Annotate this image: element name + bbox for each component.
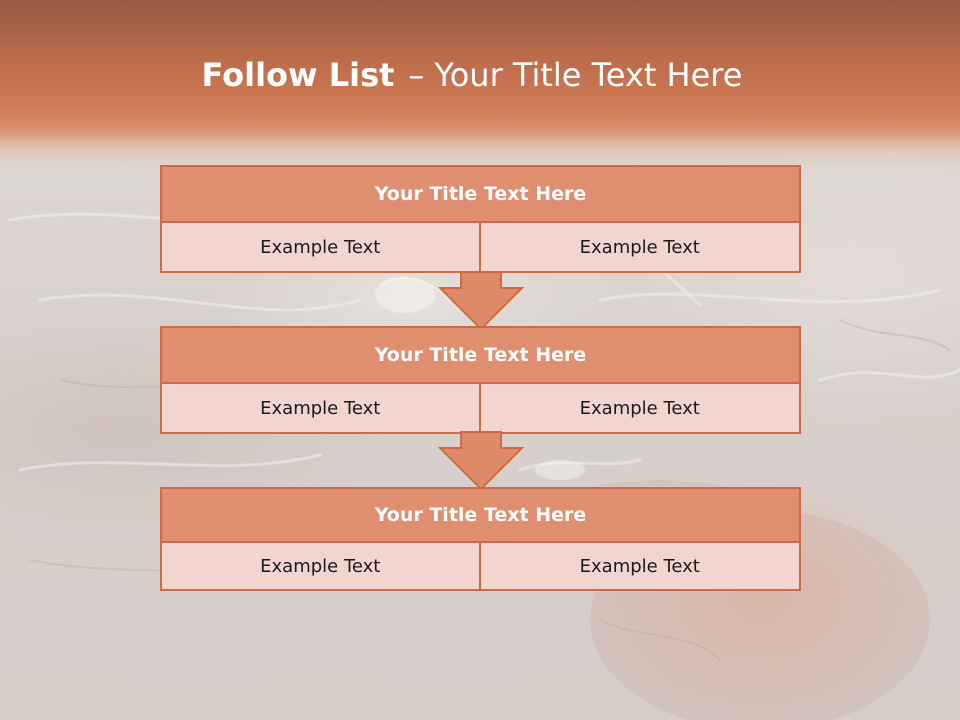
- block-row: Example Text Example Text: [160, 384, 801, 434]
- slide-title: Follow List–Your Title Text Here: [0, 52, 944, 98]
- list-block-1: Your Title Text Here Example Text Exampl…: [160, 165, 801, 273]
- block-title: Your Title Text Here: [160, 165, 801, 223]
- block-cell-left: Example Text: [160, 384, 481, 434]
- slide-title-dash: –: [408, 56, 425, 94]
- block-cell-right: Example Text: [480, 384, 801, 434]
- slide-title-bold: Follow List: [201, 56, 395, 94]
- block-cell-right: Example Text: [480, 543, 801, 591]
- list-block-3: Your Title Text Here Example Text Exampl…: [160, 487, 801, 591]
- block-cell-left: Example Text: [160, 223, 481, 273]
- header-band: [0, 0, 960, 170]
- list-block-2: Your Title Text Here Example Text Exampl…: [160, 326, 801, 434]
- block-title: Your Title Text Here: [160, 487, 801, 543]
- block-row: Example Text Example Text: [160, 223, 801, 273]
- block-cell-right: Example Text: [480, 223, 801, 273]
- down-arrow-icon: [438, 431, 524, 491]
- slide-title-rest: Your Title Text Here: [434, 56, 743, 94]
- down-arrow-icon: [438, 271, 524, 331]
- block-cell-left: Example Text: [160, 543, 481, 591]
- block-title: Your Title Text Here: [160, 326, 801, 384]
- block-row: Example Text Example Text: [160, 543, 801, 591]
